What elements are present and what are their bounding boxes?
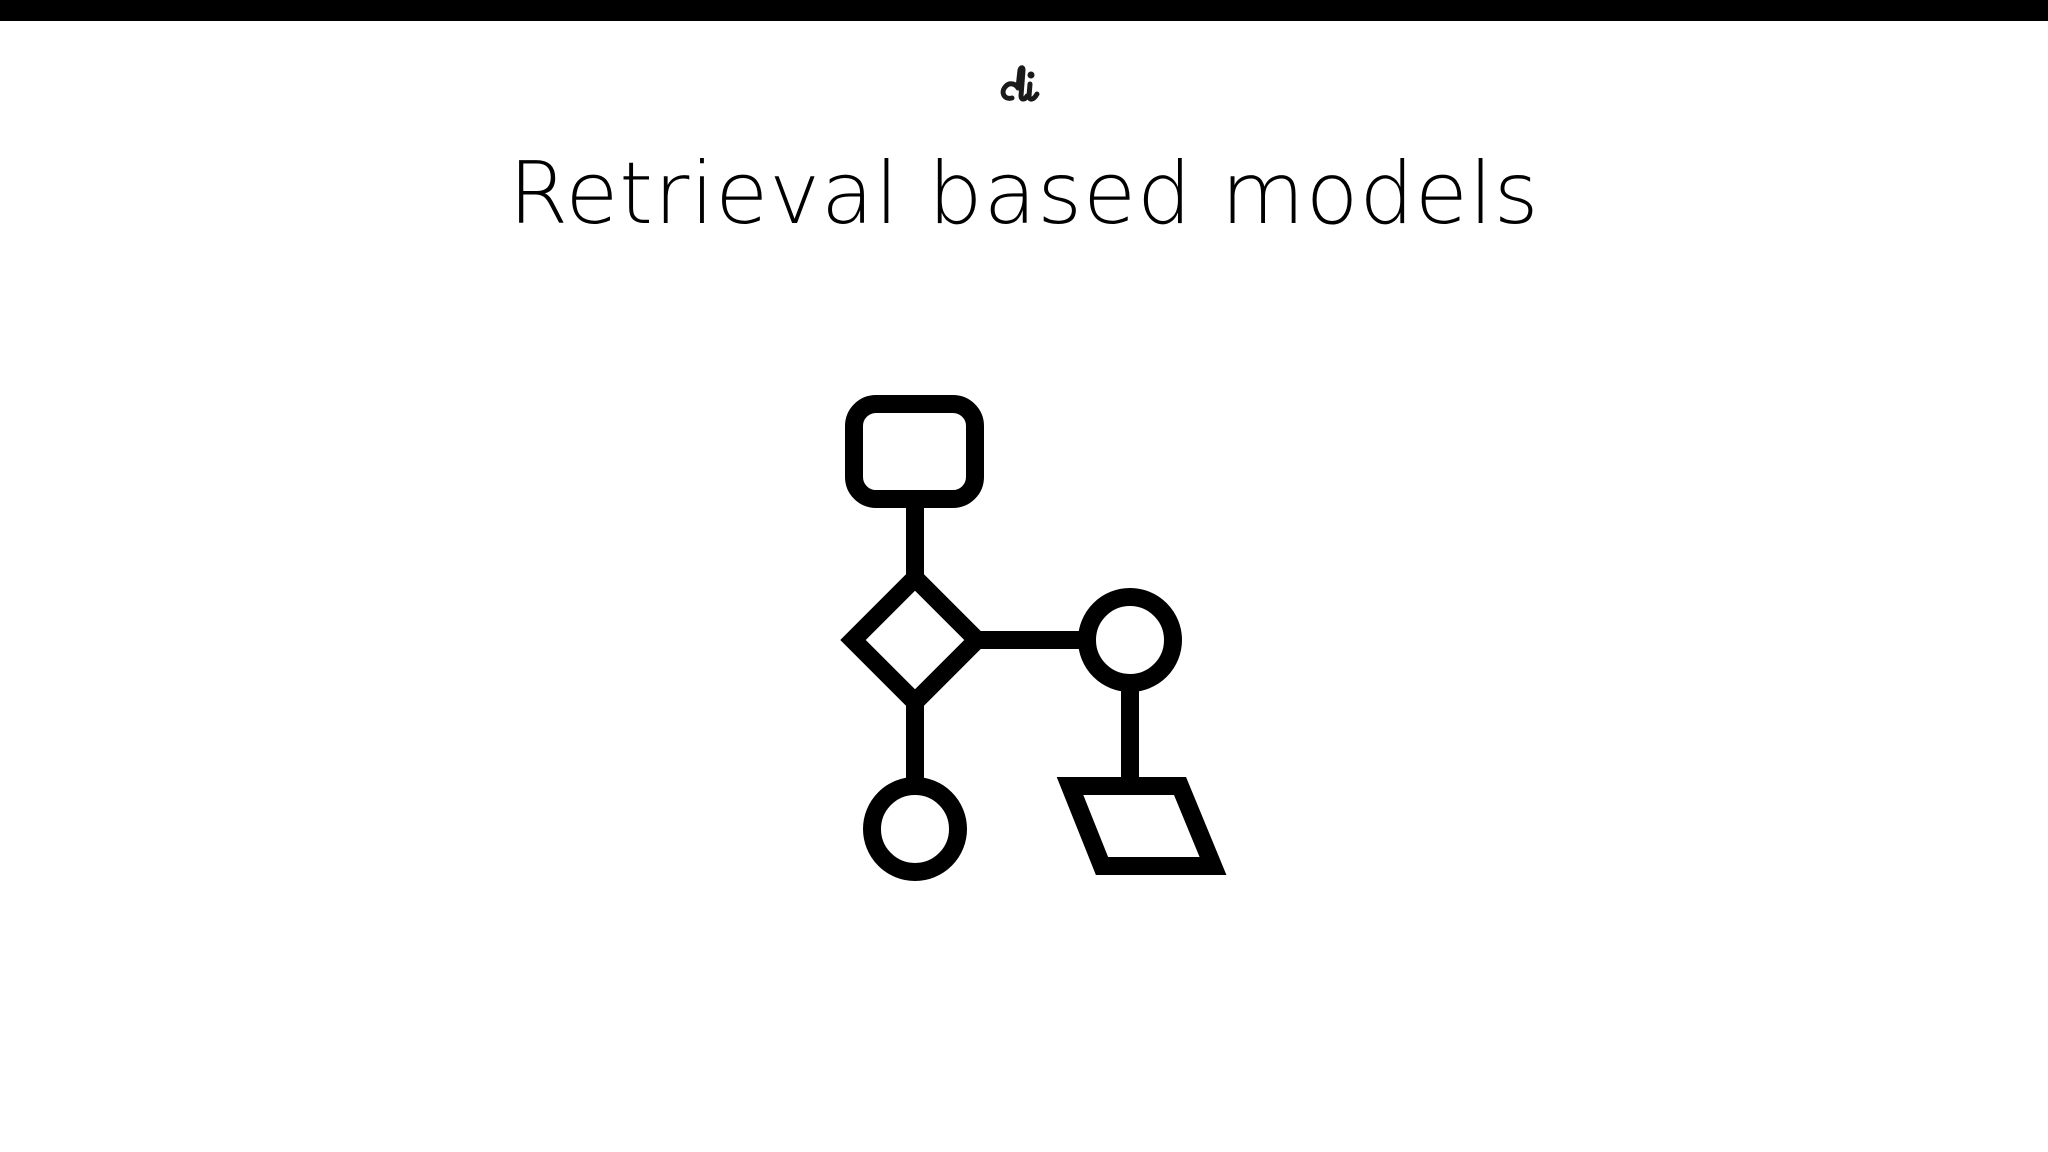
parallelogram-shape <box>1056 777 1227 875</box>
rounded-rectangle-shape <box>845 395 984 508</box>
slide-title: Retrieval based models <box>508 144 1540 244</box>
diamond-shape <box>840 565 990 715</box>
circle-shape-right <box>1078 588 1182 692</box>
circle-shape-bottom <box>863 777 967 881</box>
top-bar <box>0 0 2048 21</box>
di-logo-icon <box>1000 65 1040 102</box>
